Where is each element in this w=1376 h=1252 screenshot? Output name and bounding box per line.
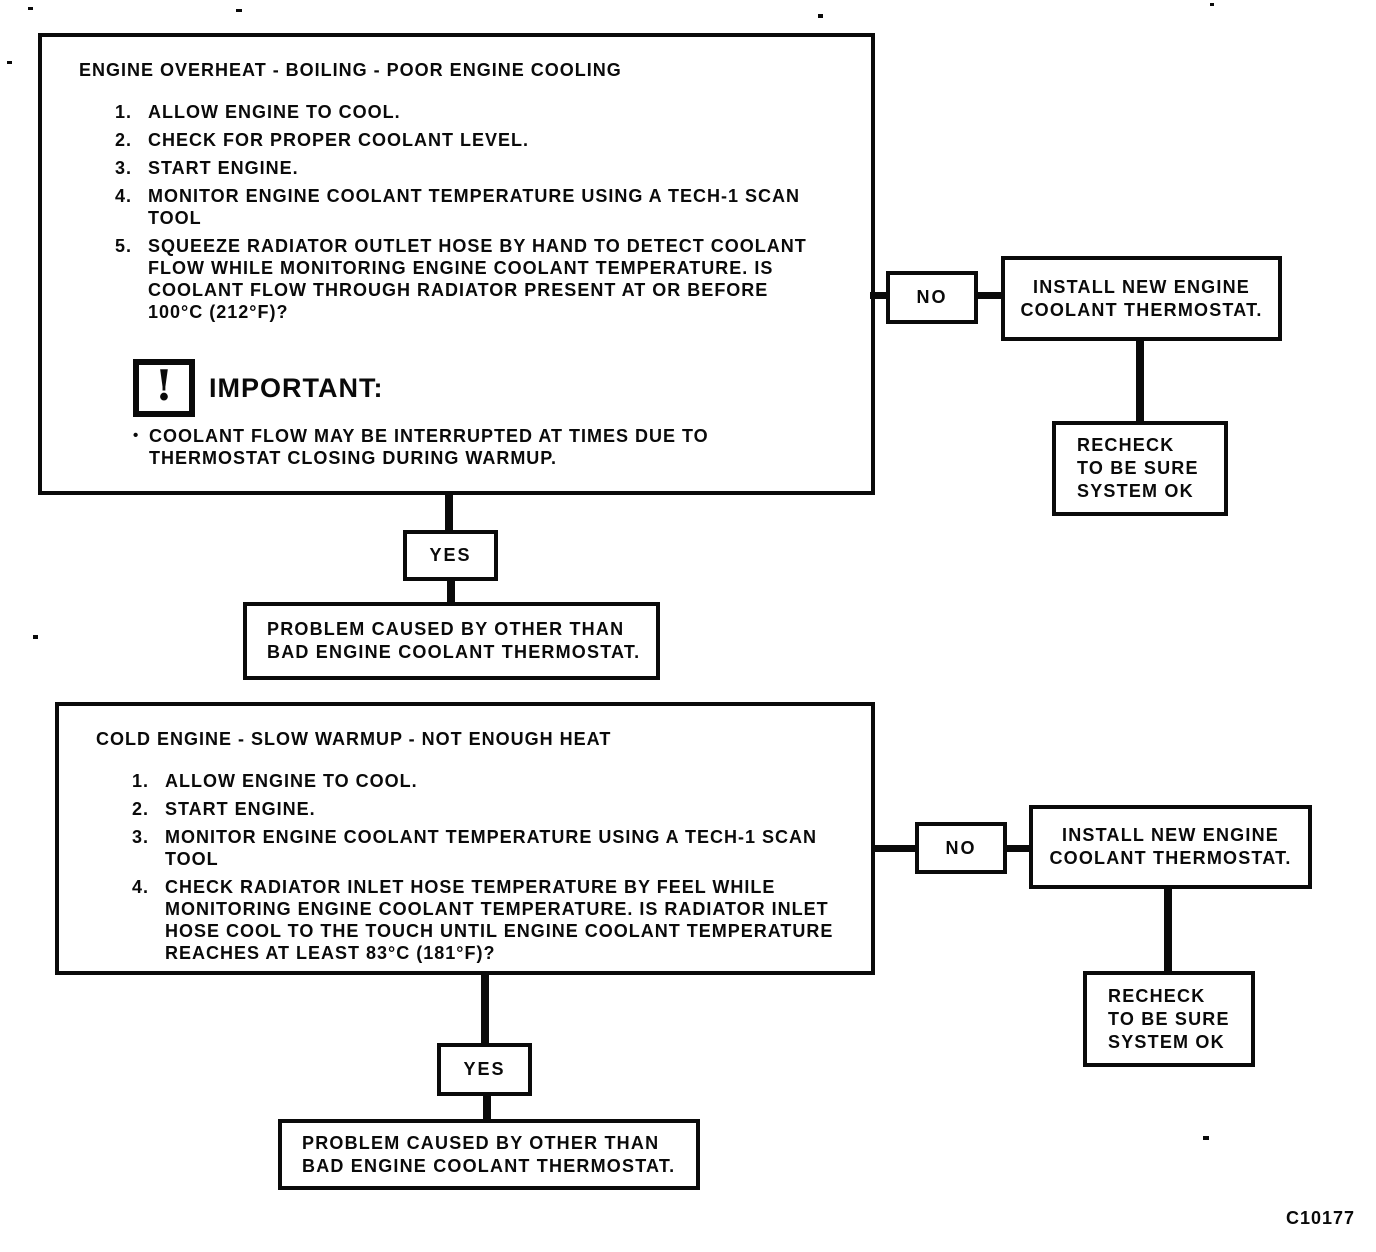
recheck-system-text: RECHECK TO BE SURE SYSTEM OK (1108, 985, 1230, 1052)
connector-line (447, 579, 455, 605)
exclamation-glyph: ! (154, 361, 174, 410)
connector-line (1003, 845, 1031, 852)
yes-branch-label: YES (403, 530, 498, 581)
procedure-step: 1. ALLOW ENGINE TO COOL. (132, 770, 892, 792)
connector-line (1136, 339, 1144, 424)
install-thermostat-text: INSTALL NEW ENGINE COOLANT THERMOSTAT. (1049, 825, 1292, 868)
procedure-step: 1. ALLOW ENGINE TO COOL. (115, 101, 875, 123)
procedure-step: 5. SQUEEZE RADIATOR OUTLET HOSE BY HAND … (115, 235, 875, 323)
procedure-step: 4. MONITOR ENGINE COOLANT TEMPERATURE US… (115, 185, 875, 229)
step-number: 3. (115, 158, 133, 178)
figure-code: C10177 (1286, 1208, 1356, 1228)
scan-speck (818, 14, 823, 18)
procedure-step: 3. START ENGINE. (115, 157, 875, 179)
scan-speck (1203, 1136, 1209, 1140)
procedure-step: 2. CHECK FOR PROPER COOLANT LEVEL. (115, 129, 875, 151)
step-text: ALLOW ENGINE TO COOL. (148, 102, 401, 122)
step-text: MONITOR ENGINE COOLANT TEMPERATURE USING… (148, 186, 801, 228)
step-text: ALLOW ENGINE TO COOL. (165, 771, 418, 791)
bullet-glyph: • (133, 427, 140, 444)
procedure-box-cold-engine: COLD ENGINE - SLOW WARMUP - NOT ENOUGH H… (55, 702, 875, 975)
scan-speck (7, 61, 12, 64)
procedure-steps: 1. ALLOW ENGINE TO COOL. 2. START ENGINE… (132, 770, 892, 970)
important-label: IMPORTANT: (209, 372, 384, 403)
step-text: MONITOR ENGINE COOLANT TEMPERATURE USING… (165, 827, 818, 869)
step-text: SQUEEZE RADIATOR OUTLET HOSE BY HAND TO … (148, 236, 807, 322)
procedure-steps: 1. ALLOW ENGINE TO COOL. 2. CHECK FOR PR… (115, 101, 875, 329)
problem-other-cause-box: PROBLEM CAUSED BY OTHER THAN BAD ENGINE … (243, 602, 660, 680)
procedure-title: COLD ENGINE - SLOW WARMUP - NOT ENOUGH H… (96, 729, 612, 749)
problem-other-cause-text: PROBLEM CAUSED BY OTHER THAN BAD ENGINE … (302, 1132, 676, 1176)
connector-line (481, 973, 489, 1045)
step-text: CHECK FOR PROPER COOLANT LEVEL. (148, 130, 530, 150)
step-number: 2. (132, 799, 150, 819)
problem-other-cause-box: PROBLEM CAUSED BY OTHER THAN BAD ENGINE … (278, 1119, 700, 1190)
yes-branch-label: YES (437, 1043, 532, 1096)
important-note: • COOLANT FLOW MAY BE INTERRUPTED AT TIM… (133, 425, 709, 469)
step-number: 5. (115, 236, 133, 256)
step-number: 3. (132, 827, 150, 847)
step-number: 4. (132, 877, 150, 897)
procedure-box-overheat: ENGINE OVERHEAT - BOILING - POOR ENGINE … (38, 33, 875, 495)
install-thermostat-box: INSTALL NEW ENGINE COOLANT THERMOSTAT. (1001, 256, 1282, 341)
step-number: 1. (115, 102, 133, 122)
no-label-text: NO (945, 837, 977, 858)
recheck-system-box: RECHECK TO BE SURE SYSTEM OK (1052, 421, 1228, 516)
step-number: 1. (132, 771, 150, 791)
scan-speck (236, 9, 242, 12)
connector-line (445, 491, 453, 532)
no-label-text: NO (916, 287, 948, 307)
scan-speck (33, 635, 38, 639)
step-text: CHECK RADIATOR INLET HOSE TEMPERATURE BY… (165, 877, 834, 963)
scan-speck (28, 7, 33, 10)
install-thermostat-box: INSTALL NEW ENGINE COOLANT THERMOSTAT. (1029, 805, 1312, 889)
connector-line (871, 845, 917, 852)
yes-label-text: YES (463, 1059, 506, 1079)
no-branch-label: NO (886, 271, 978, 324)
procedure-step: 3. MONITOR ENGINE COOLANT TEMPERATURE US… (132, 826, 892, 870)
connector-line (483, 1094, 491, 1121)
yes-label-text: YES (429, 545, 472, 565)
connector-line (1164, 887, 1172, 973)
exclamation-icon: ! (133, 359, 195, 417)
important-header: ! IMPORTANT: (133, 359, 383, 417)
procedure-step: 2. START ENGINE. (132, 798, 892, 820)
problem-other-cause-text: PROBLEM CAUSED BY OTHER THAN BAD ENGINE … (267, 619, 641, 662)
no-branch-label: NO (915, 822, 1007, 874)
procedure-step: 4. CHECK RADIATOR INLET HOSE TEMPERATURE… (132, 876, 892, 964)
connector-line (974, 292, 1004, 299)
important-note-text: COOLANT FLOW MAY BE INTERRUPTED AT TIMES… (149, 426, 709, 468)
step-number: 4. (115, 186, 133, 206)
step-text: START ENGINE. (148, 158, 299, 178)
step-text: START ENGINE. (165, 799, 316, 819)
install-thermostat-text: INSTALL NEW ENGINE COOLANT THERMOSTAT. (1020, 276, 1263, 320)
recheck-system-text: RECHECK TO BE SURE SYSTEM OK (1077, 435, 1199, 501)
recheck-system-box: RECHECK TO BE SURE SYSTEM OK (1083, 971, 1255, 1067)
step-number: 2. (115, 130, 133, 150)
connector-line (870, 292, 888, 299)
scan-speck (1210, 3, 1214, 6)
procedure-title: ENGINE OVERHEAT - BOILING - POOR ENGINE … (79, 60, 622, 80)
